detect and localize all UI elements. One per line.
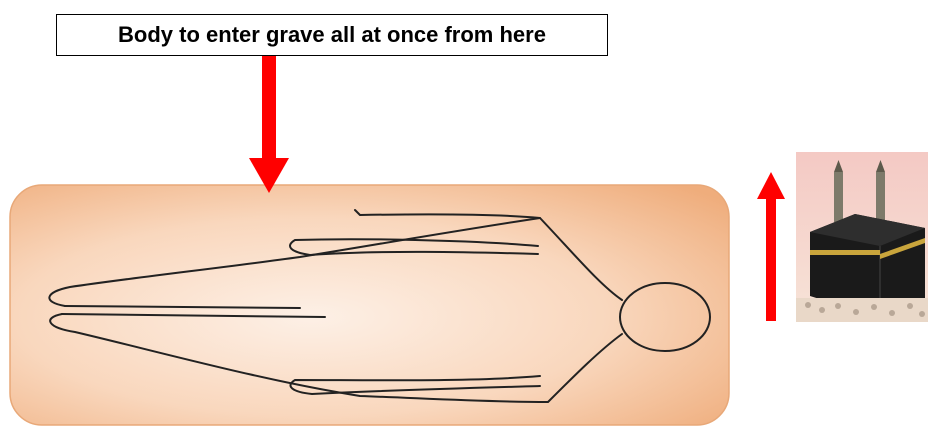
kaaba-image [796,152,928,322]
up-arrow [757,172,785,321]
grave-shape [10,185,729,425]
down-arrow [249,56,289,193]
